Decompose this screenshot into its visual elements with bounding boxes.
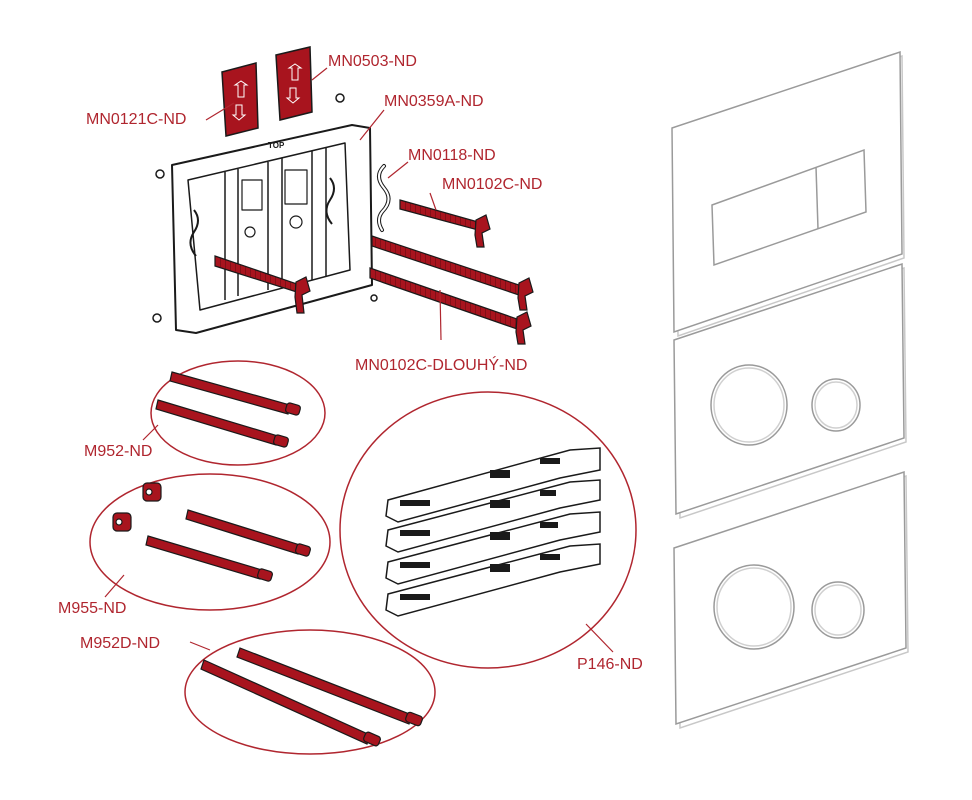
wire-clip <box>377 164 391 232</box>
m955-parts <box>112 482 312 582</box>
long-rod-lower <box>369 267 532 345</box>
group-m952d-outline <box>184 629 436 755</box>
label-mn0503: MN0503-ND <box>328 53 417 70</box>
m952-pins <box>155 371 301 448</box>
mounting-frame: TOP <box>152 93 378 334</box>
flush-plate-rectangular <box>671 50 905 338</box>
short-rod-in-frame <box>214 255 311 314</box>
leader-lines <box>104 67 614 653</box>
flush-plate-round-1 <box>673 262 907 520</box>
label-m955: M955-ND <box>58 600 127 617</box>
group-m952-outline <box>150 360 326 466</box>
flush-plate-round-2 <box>673 470 909 730</box>
p146-templates <box>385 447 601 617</box>
label-mn0121c: MN0121C-ND <box>86 111 187 128</box>
label-mn0102c: MN0102C-ND <box>442 176 543 193</box>
group-p146-outline <box>339 391 637 669</box>
short-rod <box>399 199 491 248</box>
label-mn0359a: MN0359A-ND <box>384 93 484 110</box>
label-m952d: M952D-ND <box>80 635 161 652</box>
label-p146: P146-ND <box>577 656 643 673</box>
red-clip-right <box>275 46 313 121</box>
red-clip-left <box>221 62 259 137</box>
m952d-pins <box>200 647 423 747</box>
label-mn0118: MN0118-ND <box>408 147 496 164</box>
group-m955-outline <box>89 473 331 611</box>
long-rod-upper <box>371 235 534 311</box>
label-mn0102c-long: MN0102C-DLOUHÝ-ND <box>355 357 528 374</box>
label-m952: M952-ND <box>84 443 153 460</box>
frame-top-marking: TOP <box>268 141 285 150</box>
